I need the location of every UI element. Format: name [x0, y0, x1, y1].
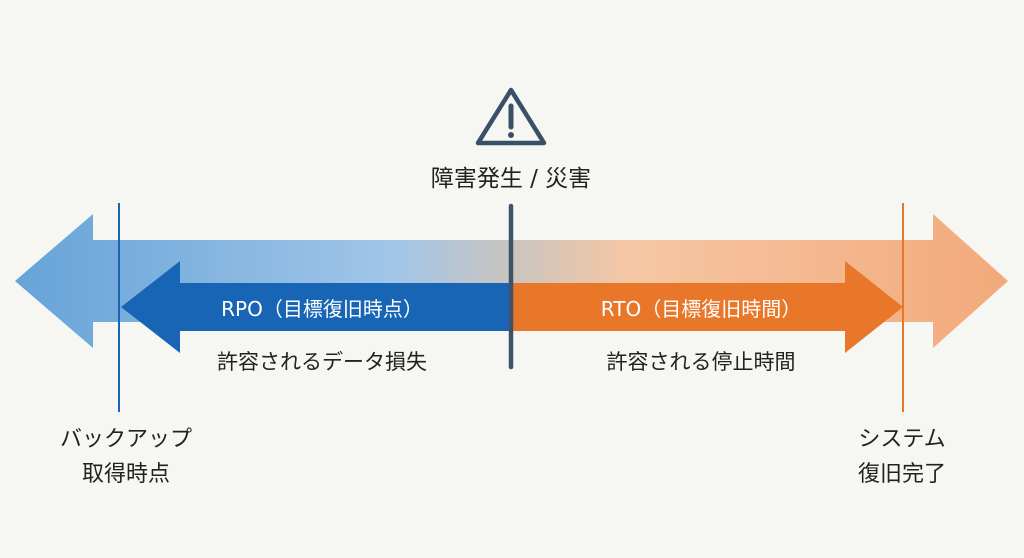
- warning-triangle-icon: [475, 87, 547, 146]
- incident-label: 障害発生 / 災害: [431, 166, 591, 192]
- recovery-complete-label-line1: システム: [858, 427, 945, 452]
- rpo-caption: 許容されるデータ損失: [217, 350, 427, 374]
- recovery-complete-label-line2: 復旧完了: [858, 462, 946, 487]
- rpo-arrow: [121, 261, 511, 353]
- backup-point-label-line1: バックアップ: [60, 427, 192, 452]
- rto-caption: 許容される停止時間: [607, 350, 796, 374]
- backup-point-label-line2: 取得時点: [82, 462, 170, 487]
- rto-arrow: [511, 261, 903, 353]
- rto-title: RTO（目標復旧時間）: [601, 297, 801, 321]
- rpo-title: RPO（目標復旧時点）: [221, 297, 423, 321]
